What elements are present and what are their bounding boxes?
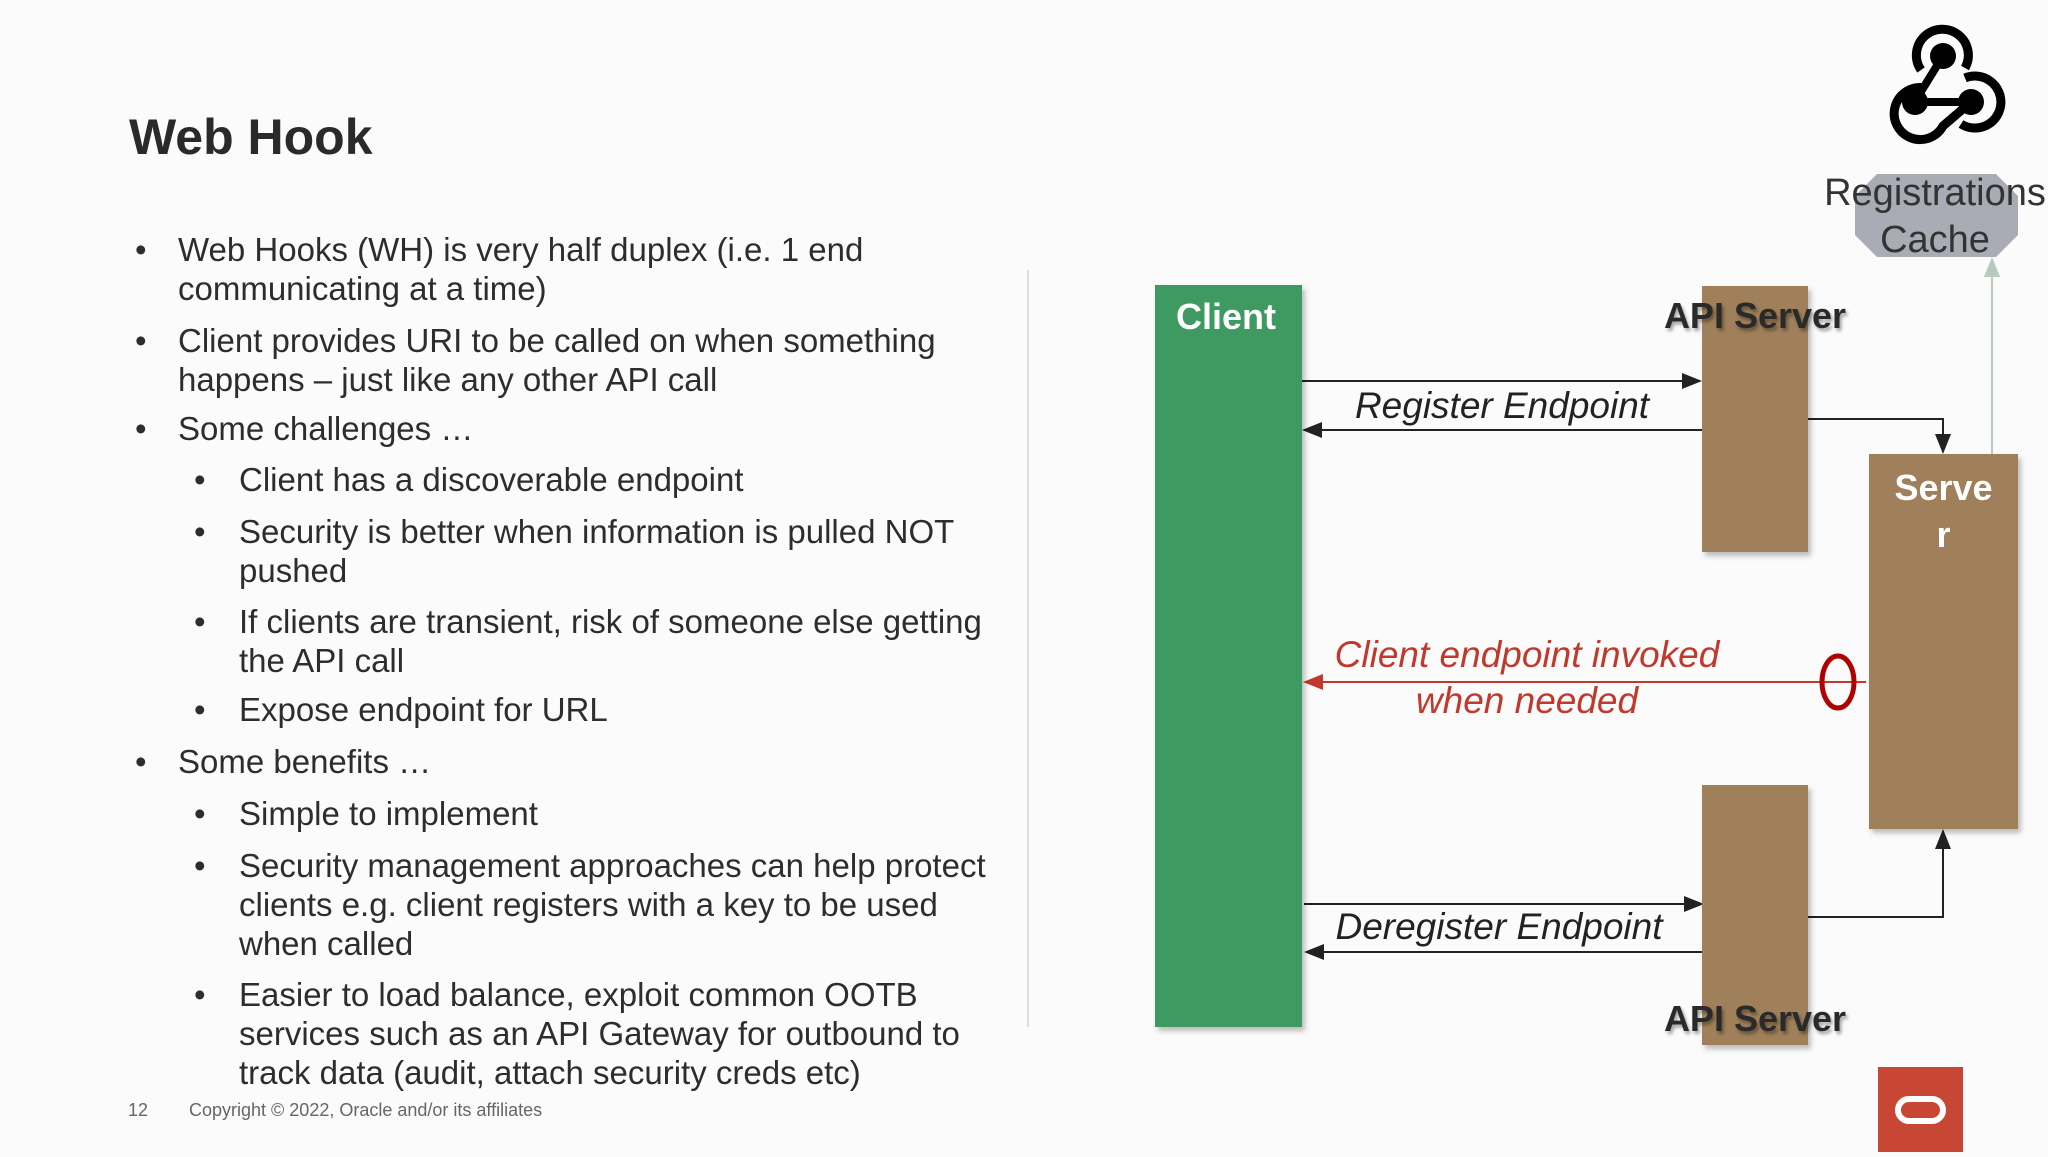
bullet-marker: •	[194, 513, 206, 550]
refresh-cycle-icon	[1819, 653, 1857, 711]
client-label: Client	[1176, 296, 1277, 337]
bullet-text: Client has a discoverable endpoint	[239, 461, 744, 498]
server-label-line1: Serve	[1894, 467, 1993, 508]
copyright: Copyright © 2022, Oracle and/or its affi…	[189, 1100, 543, 1120]
server-box	[1869, 454, 2018, 829]
bullet-marker: •	[194, 976, 206, 1013]
bullet-text: Easier to load balance, exploit common O…	[239, 976, 960, 1091]
client-lifeline	[1155, 285, 1302, 1027]
bullet-item: • Security is better when information is …	[194, 512, 999, 590]
slide-title: Web Hook	[129, 109, 373, 165]
invoke-label-line1: Client endpoint invoked	[1334, 634, 1720, 675]
oracle-logo	[1878, 1067, 1963, 1152]
bullet-text: Web Hooks (WH) is very half duplex (i.e.…	[178, 231, 864, 307]
register-endpoint-label: Register Endpoint	[1354, 385, 1650, 426]
oracle-ring-icon	[1895, 1096, 1946, 1124]
bullet-item: • Web Hooks (WH) is very half duplex (i.e…	[135, 230, 998, 308]
bullet-marker: •	[194, 461, 206, 498]
cache-label-line1: Registrations	[1824, 172, 2046, 214]
bullet-text: Expose endpoint for URL	[239, 691, 608, 728]
server-label: Serve r	[1869, 464, 2018, 558]
api-bottom-to-server-arrow	[1808, 829, 1951, 918]
cache-label-line2: Cache	[1880, 219, 1990, 261]
bullet-text: Some challenges …	[178, 410, 474, 447]
bullet-item: • If clients are transient, risk of someo…	[194, 602, 999, 680]
api-server-top-label: API Server	[1663, 295, 1847, 336]
api-server-top	[1702, 286, 1808, 552]
bullet-text: Some benefits …	[178, 743, 432, 780]
bullet-item: • Client has a discoverable endpoint	[194, 460, 999, 499]
bullet-text: If clients are transient, risk of someon…	[239, 603, 982, 679]
bullet-item: • Some challenges …	[135, 409, 998, 448]
bullet-text: Simple to implement	[239, 795, 538, 832]
bullet-item: • Expose endpoint for URL	[194, 690, 999, 729]
api-to-server-arrow	[1808, 418, 1951, 454]
bullet-marker: •	[135, 322, 147, 359]
api-server-bottom-label: API Server	[1663, 998, 1847, 1039]
bullet-marker: •	[194, 691, 206, 728]
bullet-item: • Security management approaches can help…	[194, 846, 999, 963]
bullet-item: • Some benefits …	[135, 742, 998, 781]
bullet-marker: •	[135, 743, 147, 780]
webhook-icon	[1889, 24, 2006, 144]
bullet-text: Security is better when information is p…	[239, 513, 954, 589]
page-number: 12	[128, 1100, 149, 1120]
registrations-cache-shape	[1855, 174, 2018, 257]
bullet-marker: •	[194, 847, 206, 884]
bullet-text: Client provides URI to be called on when…	[178, 322, 936, 398]
bullet-marker: •	[194, 603, 206, 640]
bullet-marker: •	[194, 795, 206, 832]
api-server-bottom	[1702, 785, 1808, 1045]
bullet-marker: •	[135, 410, 147, 447]
bullet-marker: •	[135, 231, 147, 268]
bullet-text: Security management approaches can help …	[239, 847, 986, 962]
bullet-item: • Easier to load balance, exploit common …	[194, 975, 999, 1092]
deregister-endpoint-label: Deregister Endpoint	[1335, 906, 1663, 947]
divider	[1027, 270, 1029, 1027]
invoke-label: Client endpoint invoked when needed	[1277, 632, 1777, 724]
bullet-item: • Simple to implement	[194, 794, 999, 833]
bullet-item: • Client provides URI to be called on whe…	[135, 321, 998, 399]
registrations-cache-label: Registrations Cache	[1815, 170, 2048, 264]
server-label-line2: r	[1936, 514, 1951, 555]
invoke-label-line2: when needed	[1415, 680, 1639, 721]
